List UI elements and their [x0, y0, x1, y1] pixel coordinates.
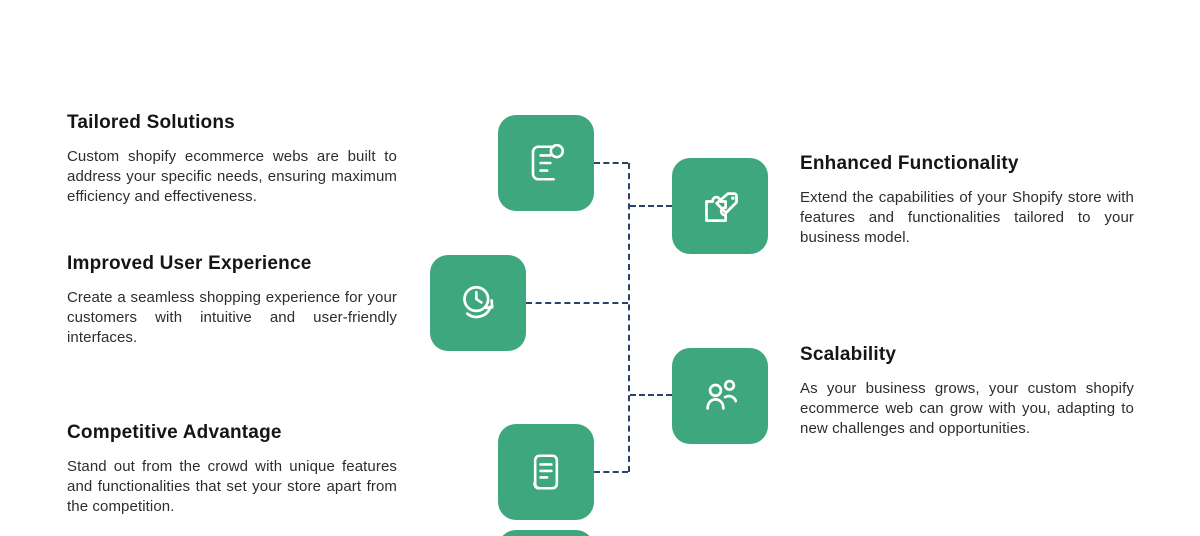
icon-box-scalability	[672, 348, 768, 444]
benefit-title: Scalability	[800, 344, 897, 365]
benefit-improved-user-experience: Improved User Experience Create a seamle…	[67, 253, 397, 347]
icon-box-enhanced-functionality	[672, 158, 768, 254]
partial-icon-box	[498, 530, 594, 536]
puzzle-tag-icon	[705, 192, 738, 222]
benefit-tailored-solutions: Tailored Solutions Custom shopify ecomme…	[67, 112, 397, 206]
benefit-description: Custom shopify ecommerce webs are built …	[67, 148, 397, 205]
benefit-title: Enhanced Functionality	[800, 153, 1019, 174]
benefit-description: Create a seamless shopping experience fo…	[67, 289, 397, 346]
icon-box-competitive-advantage	[498, 424, 594, 520]
benefit-scalability: Scalability As your business grows, your…	[800, 344, 1134, 438]
benefit-title: Improved User Experience	[67, 253, 312, 274]
benefit-title: Tailored Solutions	[67, 112, 235, 133]
benefit-enhanced-functionality: Enhanced Functionality Extend the capabi…	[800, 153, 1134, 247]
connector-list-note	[594, 162, 628, 164]
benefit-description: Stand out from the crowd with unique fea…	[67, 458, 397, 515]
benefit-description: As your business grows, your custom shop…	[800, 380, 1134, 437]
benefit-competitive-advantage: Competitive Advantage Stand out from the…	[67, 422, 397, 516]
connector-team	[630, 394, 672, 396]
connector-receipt	[594, 471, 628, 473]
receipt-icon	[533, 454, 559, 490]
icon-box-improved-user-experience	[430, 255, 526, 351]
connector-clock	[526, 302, 628, 304]
team-icon	[706, 379, 738, 410]
icon-box-tailored-solutions	[498, 115, 594, 211]
connector-spine-vertical	[628, 163, 630, 472]
benefit-description: Extend the capabilities of your Shopify …	[800, 189, 1134, 246]
benefit-title: Competitive Advantage	[67, 422, 282, 443]
list-note-icon	[531, 143, 565, 181]
connector-puzzle-tag	[630, 205, 672, 207]
clock-refresh-icon	[463, 285, 494, 319]
